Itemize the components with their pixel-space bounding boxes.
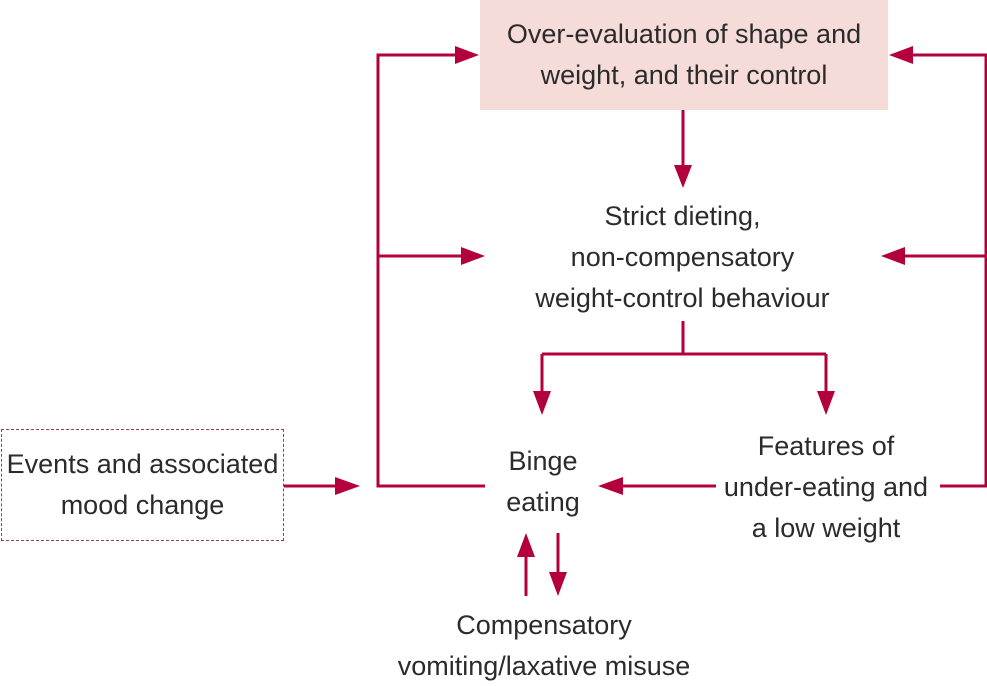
- node-under-eating-features: Features of under-eating and a low weigh…: [713, 425, 939, 549]
- arrowhead-icon: [881, 247, 905, 265]
- node-events-mood-change-label: Events and associated mood change: [6, 449, 279, 520]
- node-strict-dieting-label: Strict dieting, non-compensatory weight-…: [535, 200, 830, 313]
- node-binge-eating: Binge eating: [482, 440, 604, 524]
- edge-dieting-split: [540, 321, 828, 392]
- node-binge-eating-label: Binge eating: [506, 446, 580, 517]
- arrowhead-icon: [517, 533, 535, 557]
- arrowhead-icon: [461, 247, 485, 265]
- node-compensatory-behaviour: Compensatory vomiting/laxative misuse: [380, 606, 708, 686]
- arrowhead-icon: [674, 165, 692, 188]
- node-overevaluation: Over-evaluation of shape and weight, and…: [480, 0, 888, 110]
- edge-features-feedback-loop: [904, 53, 987, 488]
- node-overevaluation-label: Over-evaluation of shape and weight, and…: [506, 19, 862, 90]
- arrowhead-icon: [889, 46, 913, 64]
- arrowhead-icon: [598, 477, 623, 495]
- arrowhead-icon: [533, 391, 551, 415]
- arrowhead-icon: [455, 46, 479, 64]
- arrowhead-icon: [335, 477, 360, 495]
- node-strict-dieting: Strict dieting, non-compensatory weight-…: [490, 195, 875, 319]
- node-under-eating-features-label: Features of under-eating and a low weigh…: [723, 430, 929, 543]
- edge-binge-feedback-loop: [376, 53, 485, 488]
- arrowhead-icon: [817, 391, 835, 415]
- node-events-mood-change: Events and associated mood change: [1, 429, 284, 541]
- arrowhead-icon: [549, 572, 567, 596]
- node-compensatory-behaviour-label: Compensatory vomiting/laxative misuse: [397, 610, 691, 681]
